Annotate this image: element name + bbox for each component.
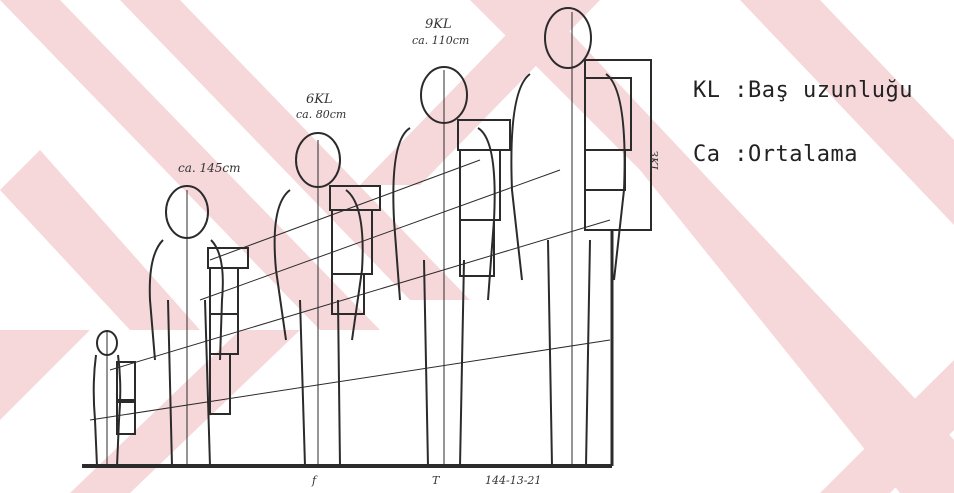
axis-mark-3: 144-13-21 <box>485 474 541 487</box>
label-fig3-bottom: ca. 110cm <box>412 34 469 47</box>
figure-youth <box>393 67 510 466</box>
legend-description: Ortalama <box>748 142 858 167</box>
label-fig2-bottom: ca. 80cm <box>296 108 346 121</box>
label-fig5-side: 3KL <box>647 150 660 173</box>
label-fig4-bottom: ca. 145cm <box>178 161 241 175</box>
axis-mark-2: T <box>432 474 441 487</box>
legend-abbr: Ca <box>693 142 721 167</box>
figure-child <box>275 133 380 466</box>
figure-adult <box>511 8 651 466</box>
figure-child-small <box>150 186 248 466</box>
legend-abbr: KL <box>693 78 721 103</box>
label-fig2-top: 6KL <box>306 92 333 107</box>
legend-description: Baş uzunluğu <box>748 78 913 103</box>
guide-line <box>90 340 610 420</box>
legend-item-kl: KL :Baş uzunluğu <box>693 78 913 104</box>
label-fig3-top: 9KL <box>425 17 452 32</box>
legend-item-ca: Ca :Ortalama <box>693 142 858 168</box>
figure-infant <box>94 330 135 466</box>
axis-mark-1: f <box>311 474 318 487</box>
